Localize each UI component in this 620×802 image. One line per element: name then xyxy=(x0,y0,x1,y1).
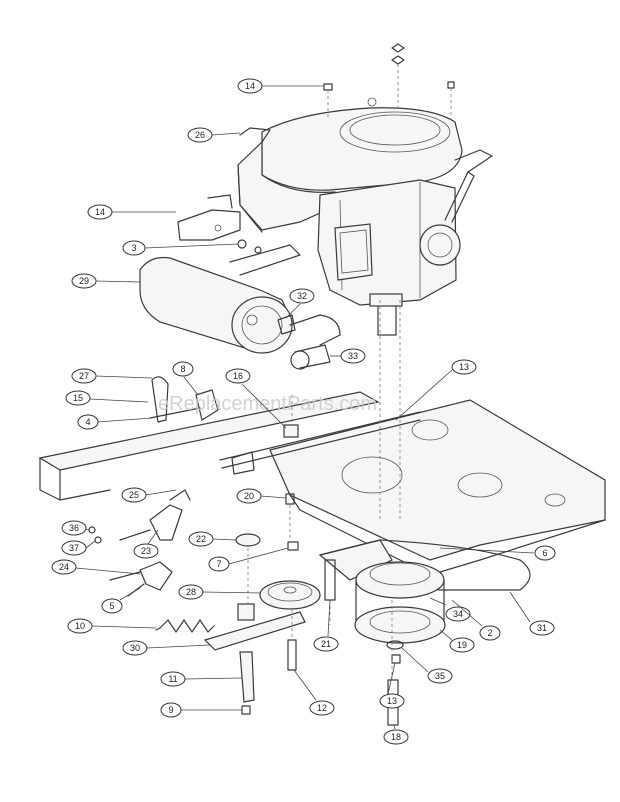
callout-12: 12 xyxy=(317,703,327,713)
callout-labels: 14 26 14 3 29 32 33 27 8 xyxy=(51,78,556,745)
callout-24: 24 xyxy=(59,562,69,572)
callout-25: 25 xyxy=(129,490,139,500)
callout-37: 37 xyxy=(69,543,79,553)
callout-11: 11 xyxy=(168,674,177,684)
callout-13: 13 xyxy=(387,696,397,706)
callout-20: 20 xyxy=(244,491,254,501)
callout-9: 9 xyxy=(168,705,173,715)
callout-22: 22 xyxy=(196,534,206,544)
callout-16: 16 xyxy=(233,371,243,381)
callout-7: 7 xyxy=(216,559,221,569)
callout-26: 26 xyxy=(195,130,205,140)
callout-31: 31 xyxy=(537,623,547,633)
frame-deck xyxy=(38,391,606,576)
callout-4: 4 xyxy=(85,417,90,427)
callout-14: 14 xyxy=(95,207,105,217)
callout-30: 30 xyxy=(130,643,140,653)
callout-14: 14 xyxy=(245,81,255,91)
callout-13: 13 xyxy=(459,362,469,372)
callout-19: 19 xyxy=(457,640,467,650)
callout-32: 32 xyxy=(297,291,307,301)
callout-15: 15 xyxy=(73,393,83,403)
callout-35: 35 xyxy=(435,671,445,681)
callout-29: 29 xyxy=(79,276,89,286)
callout-23: 23 xyxy=(141,546,151,556)
callout-5: 5 xyxy=(109,601,114,611)
alignment-lines xyxy=(247,300,401,640)
callout-6: 6 xyxy=(542,548,547,558)
callout-27: 27 xyxy=(79,371,89,381)
drive-assembly xyxy=(155,493,531,726)
callout-28: 28 xyxy=(186,587,196,597)
callout-10: 10 xyxy=(75,621,85,631)
callout-36: 36 xyxy=(69,523,79,533)
callout-21: 21 xyxy=(321,639,331,649)
callout-8: 8 xyxy=(180,364,185,374)
muffler-assembly xyxy=(139,194,341,370)
watermark-text: eReplacementParts.com xyxy=(158,393,377,415)
callout-2: 2 xyxy=(487,628,492,638)
callout-oval xyxy=(237,78,263,94)
callout-3: 3 xyxy=(131,243,136,253)
callout-33: 33 xyxy=(348,351,358,361)
engine-assembly xyxy=(237,43,493,336)
callout-34: 34 xyxy=(453,609,463,619)
callout-18: 18 xyxy=(391,732,401,742)
